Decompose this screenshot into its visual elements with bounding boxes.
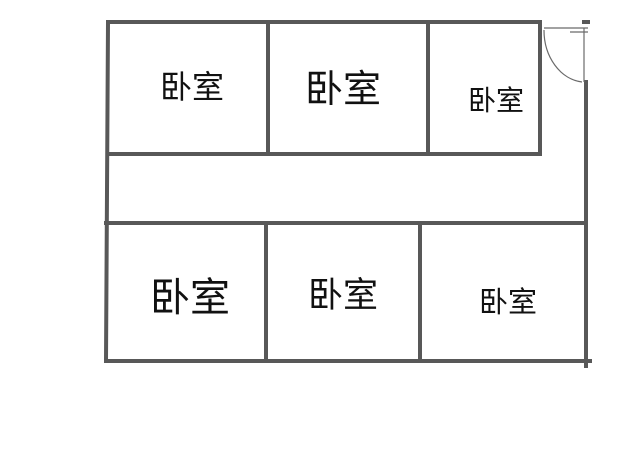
- entrance-door-symbol: [543, 27, 588, 83]
- outer-wall-left: [103, 19, 111, 364]
- room-label: 卧室: [468, 84, 524, 117]
- room-label: 卧室: [479, 285, 537, 319]
- room-label: 卧室: [150, 275, 230, 321]
- room-label: 卧室: [305, 67, 381, 111]
- room-label: 卧室: [160, 68, 224, 106]
- room-label: 卧室: [308, 276, 378, 316]
